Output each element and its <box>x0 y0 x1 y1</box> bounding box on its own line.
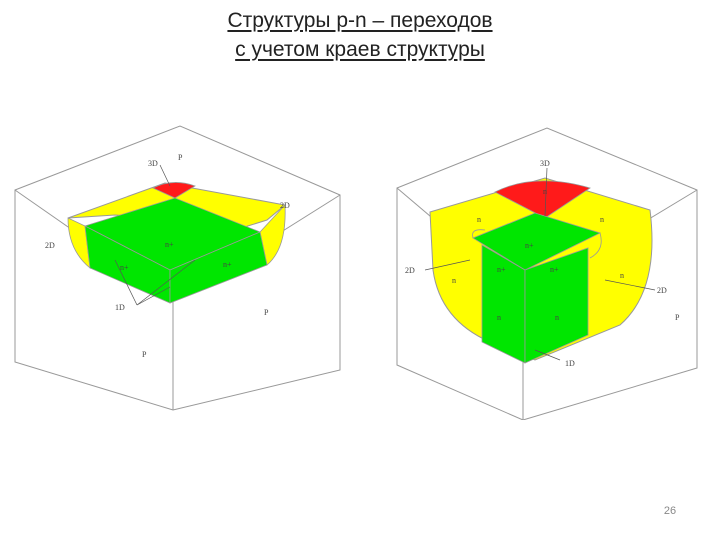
left-label-2d-left: 2D <box>45 241 55 250</box>
left-n-side-right <box>259 204 286 266</box>
title-line-2: с учетом краев структуры <box>235 38 485 61</box>
right-junction-diagram: 3D n n n n+ n+ n+ 2D n n 2D n n P 1D <box>385 120 710 421</box>
right-label-n-plus-right: n+ <box>550 265 559 274</box>
left-label-n-plus-right: n+ <box>223 260 232 269</box>
left-junction-diagram: 3D P 2D 2D n+ n+ n+ 1D P P <box>5 120 350 420</box>
right-label-n-top: n <box>543 187 547 196</box>
right-label-p-right: P <box>675 313 680 322</box>
right-label-2d-right: 2D <box>657 286 667 295</box>
title-line-1: Структуры p-n – переходов <box>227 9 493 32</box>
right-label-1d: 1D <box>565 359 575 368</box>
slide-title: Структуры p-n – переходов с учетом краев… <box>0 6 720 64</box>
left-label-1d: 1D <box>115 303 125 312</box>
right-label-n-right: n <box>600 215 604 224</box>
right-label-n-side-left: n <box>452 276 456 285</box>
right-label-n-plus-left: n+ <box>497 265 506 274</box>
right-n-plus-front-right <box>524 247 589 364</box>
right-label-n-plus-top: n+ <box>525 241 534 250</box>
left-n-plus-front-right <box>169 231 268 304</box>
right-label-n-front-left: n <box>497 313 501 322</box>
left-label-n-plus-top: n+ <box>165 240 174 249</box>
page-number: 26 <box>663 505 677 517</box>
left-junction-svg: 3D P 2D 2D n+ n+ n+ 1D P P <box>14 125 341 411</box>
left-label-n-plus-left: n+ <box>120 263 129 272</box>
left-label-2d-right: 2D <box>280 201 290 210</box>
left-label-p-right: P <box>264 308 269 317</box>
left-label-p-top: P <box>178 153 183 162</box>
right-junction-svg: 3D n n n n+ n+ n+ 2D n n 2D n n P 1D <box>396 127 698 421</box>
right-label-3d: 3D <box>540 159 550 168</box>
right-label-n-side-right: n <box>620 271 624 280</box>
left-label-3d: 3D <box>148 159 158 168</box>
left-label-p-bottom: P <box>142 350 147 359</box>
right-label-n-front-right: n <box>555 313 559 322</box>
right-label-2d-left: 2D <box>405 266 415 275</box>
left-3d-corner <box>152 182 196 199</box>
right-label-n-left: n <box>477 215 481 224</box>
right-3d-corner <box>494 180 591 219</box>
